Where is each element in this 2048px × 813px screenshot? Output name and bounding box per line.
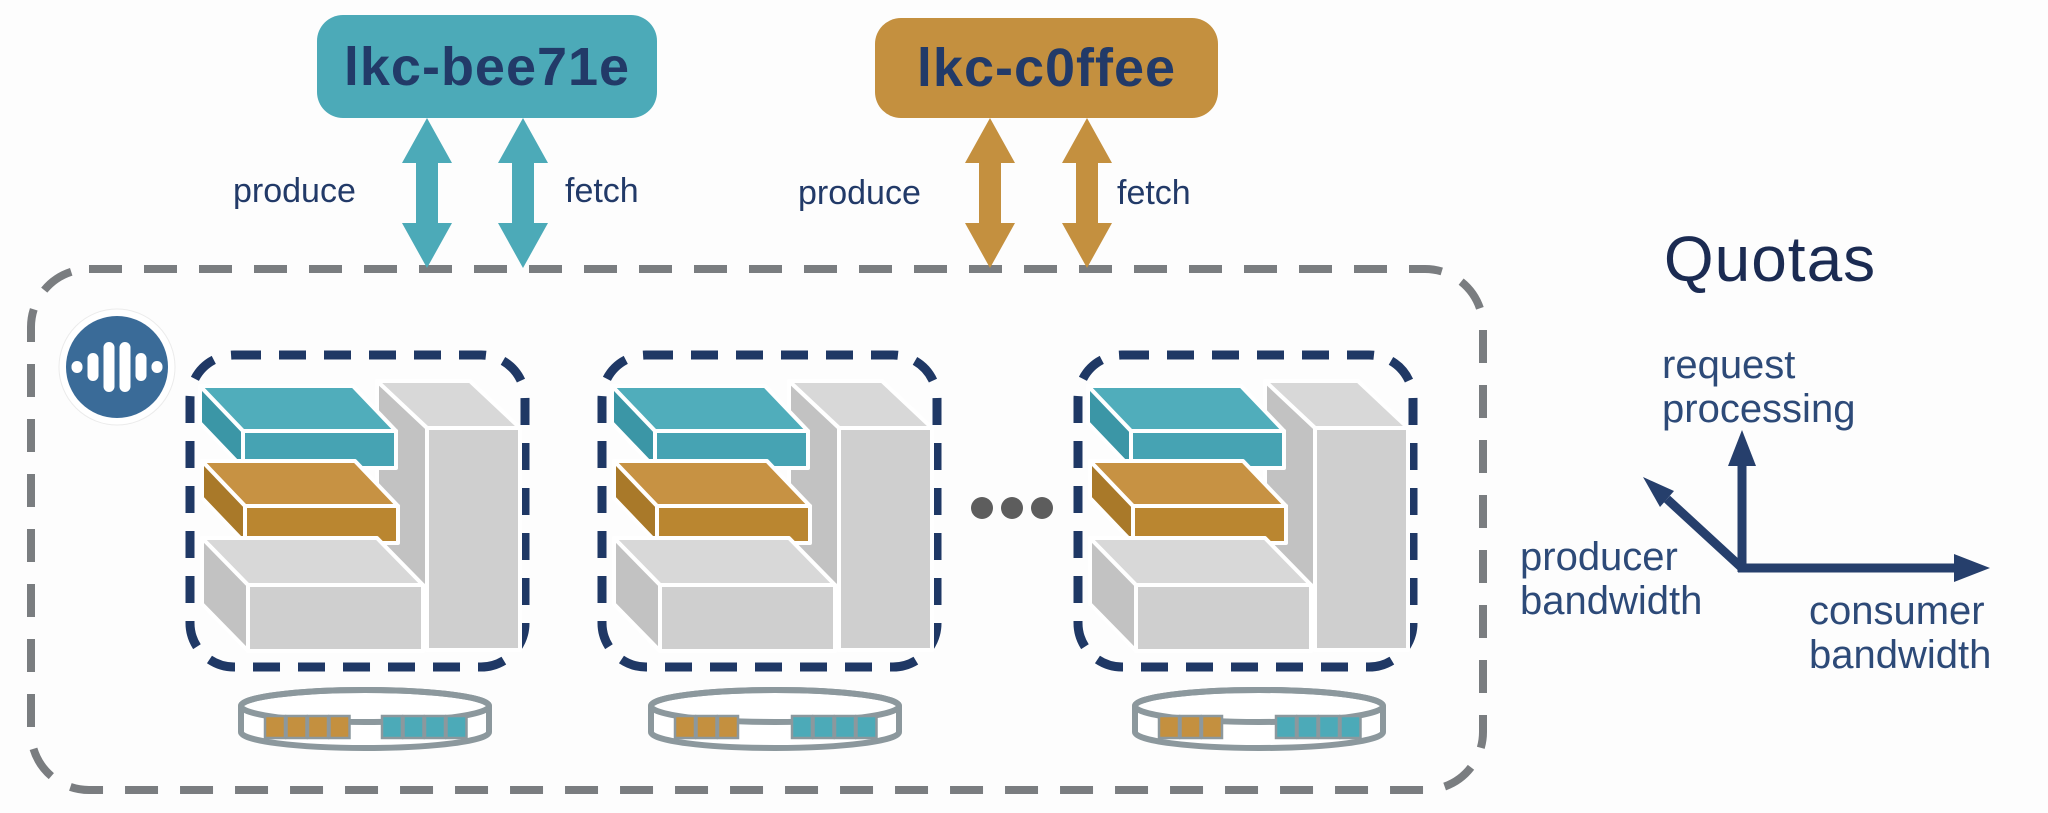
axis-label-line: consumer bbox=[1809, 589, 1985, 633]
produce-arrow-amber bbox=[965, 118, 1015, 268]
fetch-label: fetch bbox=[1110, 174, 1198, 213]
cluster-boundary-dashed-rect bbox=[27, 265, 1487, 794]
quotas-title: Quotas bbox=[1663, 223, 1877, 295]
fetch-label-text: fetch bbox=[1117, 174, 1191, 212]
produce-arrow-teal bbox=[402, 118, 452, 268]
kafka-cluster-boundary bbox=[27, 265, 1487, 794]
produce-label-text: produce bbox=[798, 174, 921, 212]
broker-node bbox=[1073, 350, 1418, 672]
disk-partition-segments bbox=[263, 714, 468, 740]
fetch-arrow-amber bbox=[1062, 118, 1112, 268]
broker-disk bbox=[238, 687, 492, 751]
disk-rim bbox=[1132, 687, 1386, 725]
produce-label-text: produce bbox=[233, 172, 356, 210]
consumer-bandwidth-label: consumer bandwidth bbox=[1802, 590, 1998, 678]
broker-isometric-art bbox=[1086, 379, 1410, 653]
broker-disk bbox=[648, 687, 902, 751]
broker-dashed-border bbox=[185, 350, 530, 672]
axis-label-line: bandwidth bbox=[1520, 579, 1703, 623]
cluster-id-label: lkc-bee71e bbox=[343, 36, 631, 97]
axis-line-producer-bandwidth bbox=[1663, 495, 1746, 572]
quota-axes bbox=[1643, 430, 1990, 582]
fetch-label-text: fetch bbox=[565, 172, 639, 210]
confluent-wave-icon bbox=[71, 342, 163, 392]
cluster-chip-lkc-c0ffee: lkc-c0ffee bbox=[875, 18, 1218, 118]
cluster-id-label: lkc-c0ffee bbox=[916, 38, 1177, 98]
broker-disk bbox=[1132, 687, 1386, 751]
cluster-chip-lkc-bee71e: lkc-bee71e bbox=[317, 15, 657, 118]
broker-dashed-border bbox=[597, 350, 942, 672]
axis-arrowhead-up bbox=[1728, 430, 1756, 466]
more-brokers-ellipsis bbox=[971, 497, 1053, 519]
producer-bandwidth-label: producer bandwidth bbox=[1513, 536, 1709, 624]
axis-arrowhead-up-left bbox=[1643, 477, 1674, 507]
broker-node bbox=[597, 350, 942, 672]
axis-label-line: producer bbox=[1520, 535, 1678, 579]
produce-label: produce bbox=[226, 172, 363, 211]
request-processing-label: request processing bbox=[1662, 344, 1855, 432]
axis-label-line: processing bbox=[1662, 387, 1856, 431]
broker-isometric-art bbox=[610, 379, 934, 653]
fetch-label: fetch bbox=[558, 172, 646, 211]
badge-disc bbox=[66, 316, 168, 418]
axis-arrowhead-right bbox=[1954, 554, 1990, 582]
disk-rim bbox=[648, 687, 902, 725]
fetch-arrow-teal bbox=[498, 118, 548, 268]
broker-node bbox=[185, 350, 530, 672]
confluent-logo-badge bbox=[58, 308, 176, 426]
disk-partition-segments bbox=[673, 714, 878, 740]
broker-isometric-art bbox=[198, 379, 522, 653]
axis-label-line: request bbox=[1662, 343, 1796, 387]
axis-label-line: bandwidth bbox=[1809, 633, 1992, 677]
broker-dashed-border bbox=[1073, 350, 1418, 672]
produce-label: produce bbox=[791, 174, 928, 213]
disk-partition-segments bbox=[1157, 714, 1362, 740]
disk-rim bbox=[238, 687, 492, 725]
